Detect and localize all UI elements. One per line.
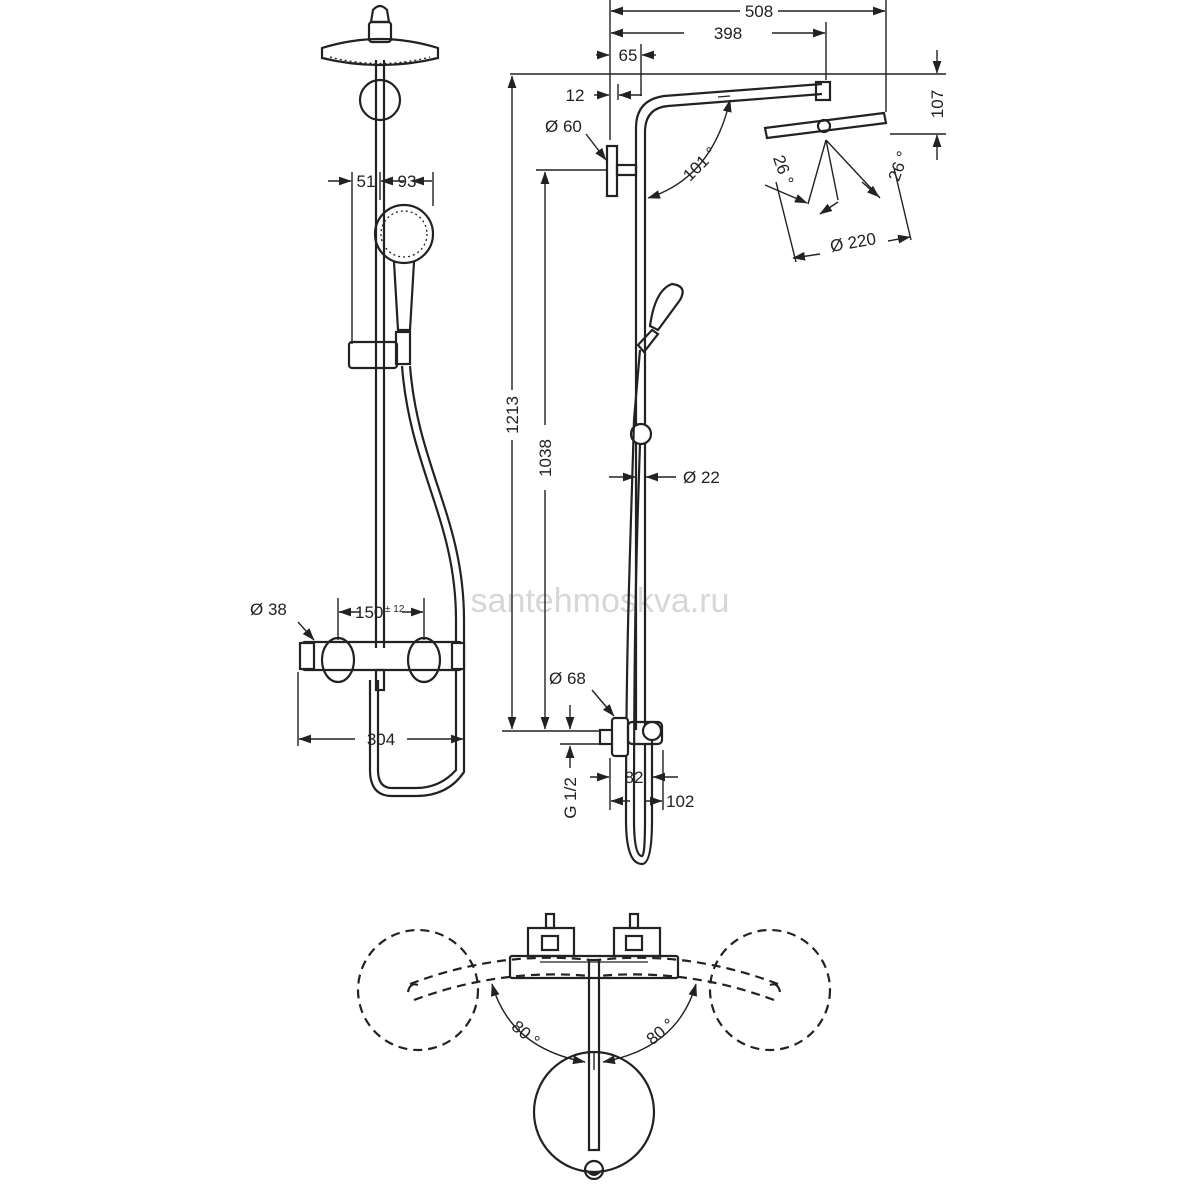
side-hand-shower-icon: [632, 282, 684, 421]
dim-304: 304: [367, 730, 395, 749]
wall-bracket: [358, 78, 402, 122]
thermostat-mixer: [298, 636, 466, 692]
angle-80-right: 80 °: [643, 1015, 679, 1049]
head-swivel-right-circle: [708, 928, 832, 1052]
angle-101: 101 °: [679, 143, 721, 185]
hand-shower-icon: [373, 203, 435, 332]
side-riser-and-arm: [634, 82, 823, 730]
dim-82: 82: [625, 768, 644, 787]
side-shower-hose: [624, 419, 654, 866]
side-slider: [629, 422, 653, 446]
overhead-shower-head-icon: [320, 4, 440, 67]
side-dimensions: 508 398 65 12 107 Ø 60 101 °: [502, 0, 947, 819]
dim-g12: G 1/2: [561, 777, 580, 819]
top-view: 80 ° 80 °: [356, 912, 832, 1181]
side-wall-bracket: [605, 144, 619, 198]
dim-d220: Ø 220: [829, 229, 878, 256]
hand-shower-holder: [347, 340, 399, 370]
dim-93: 93: [398, 172, 417, 191]
dim-51: 51: [357, 172, 376, 191]
dim-65: 65: [619, 46, 638, 65]
dim-102: 102: [666, 792, 694, 811]
side-mixer: [598, 716, 664, 758]
watermark: santehmoskva.ru: [471, 582, 730, 620]
dim-d22: Ø 22: [683, 468, 720, 487]
angle-26-left: 26 °: [769, 153, 797, 188]
front-dimensions: 51 93 Ø 38 150 ± 12 304: [250, 172, 465, 749]
dim-d68: Ø 68: [549, 669, 586, 688]
side-shower-head-icon: [763, 80, 888, 140]
dim-1038: 1038: [536, 439, 555, 477]
dim-12: 12: [566, 86, 585, 105]
dim-508: 508: [745, 2, 773, 21]
dim-d38: Ø 38: [250, 600, 287, 619]
dim-150: 150: [355, 603, 383, 622]
dim-398: 398: [714, 24, 742, 43]
arm-right-swivel: [597, 956, 779, 986]
dim-1213: 1213: [503, 396, 522, 434]
arm-left-swivel: [409, 956, 591, 986]
front-view: 51 93 Ø 38 150 ± 12 304: [250, 4, 466, 798]
dim-150-tolerance: ± 12: [385, 604, 405, 615]
dim-107: 107: [928, 90, 947, 118]
arm-center: [587, 958, 601, 1152]
top-mixer: [508, 912, 680, 980]
angle-26-right: 26 °: [885, 149, 913, 184]
head-swivel-left-circle: [356, 928, 480, 1052]
top-dimensions: 80 ° 80 °: [491, 983, 697, 1070]
shower-hose: [376, 365, 458, 790]
side-view: 508 398 65 12 107 Ø 60 101 °: [502, 0, 947, 866]
dim-d60: Ø 60: [545, 117, 582, 136]
